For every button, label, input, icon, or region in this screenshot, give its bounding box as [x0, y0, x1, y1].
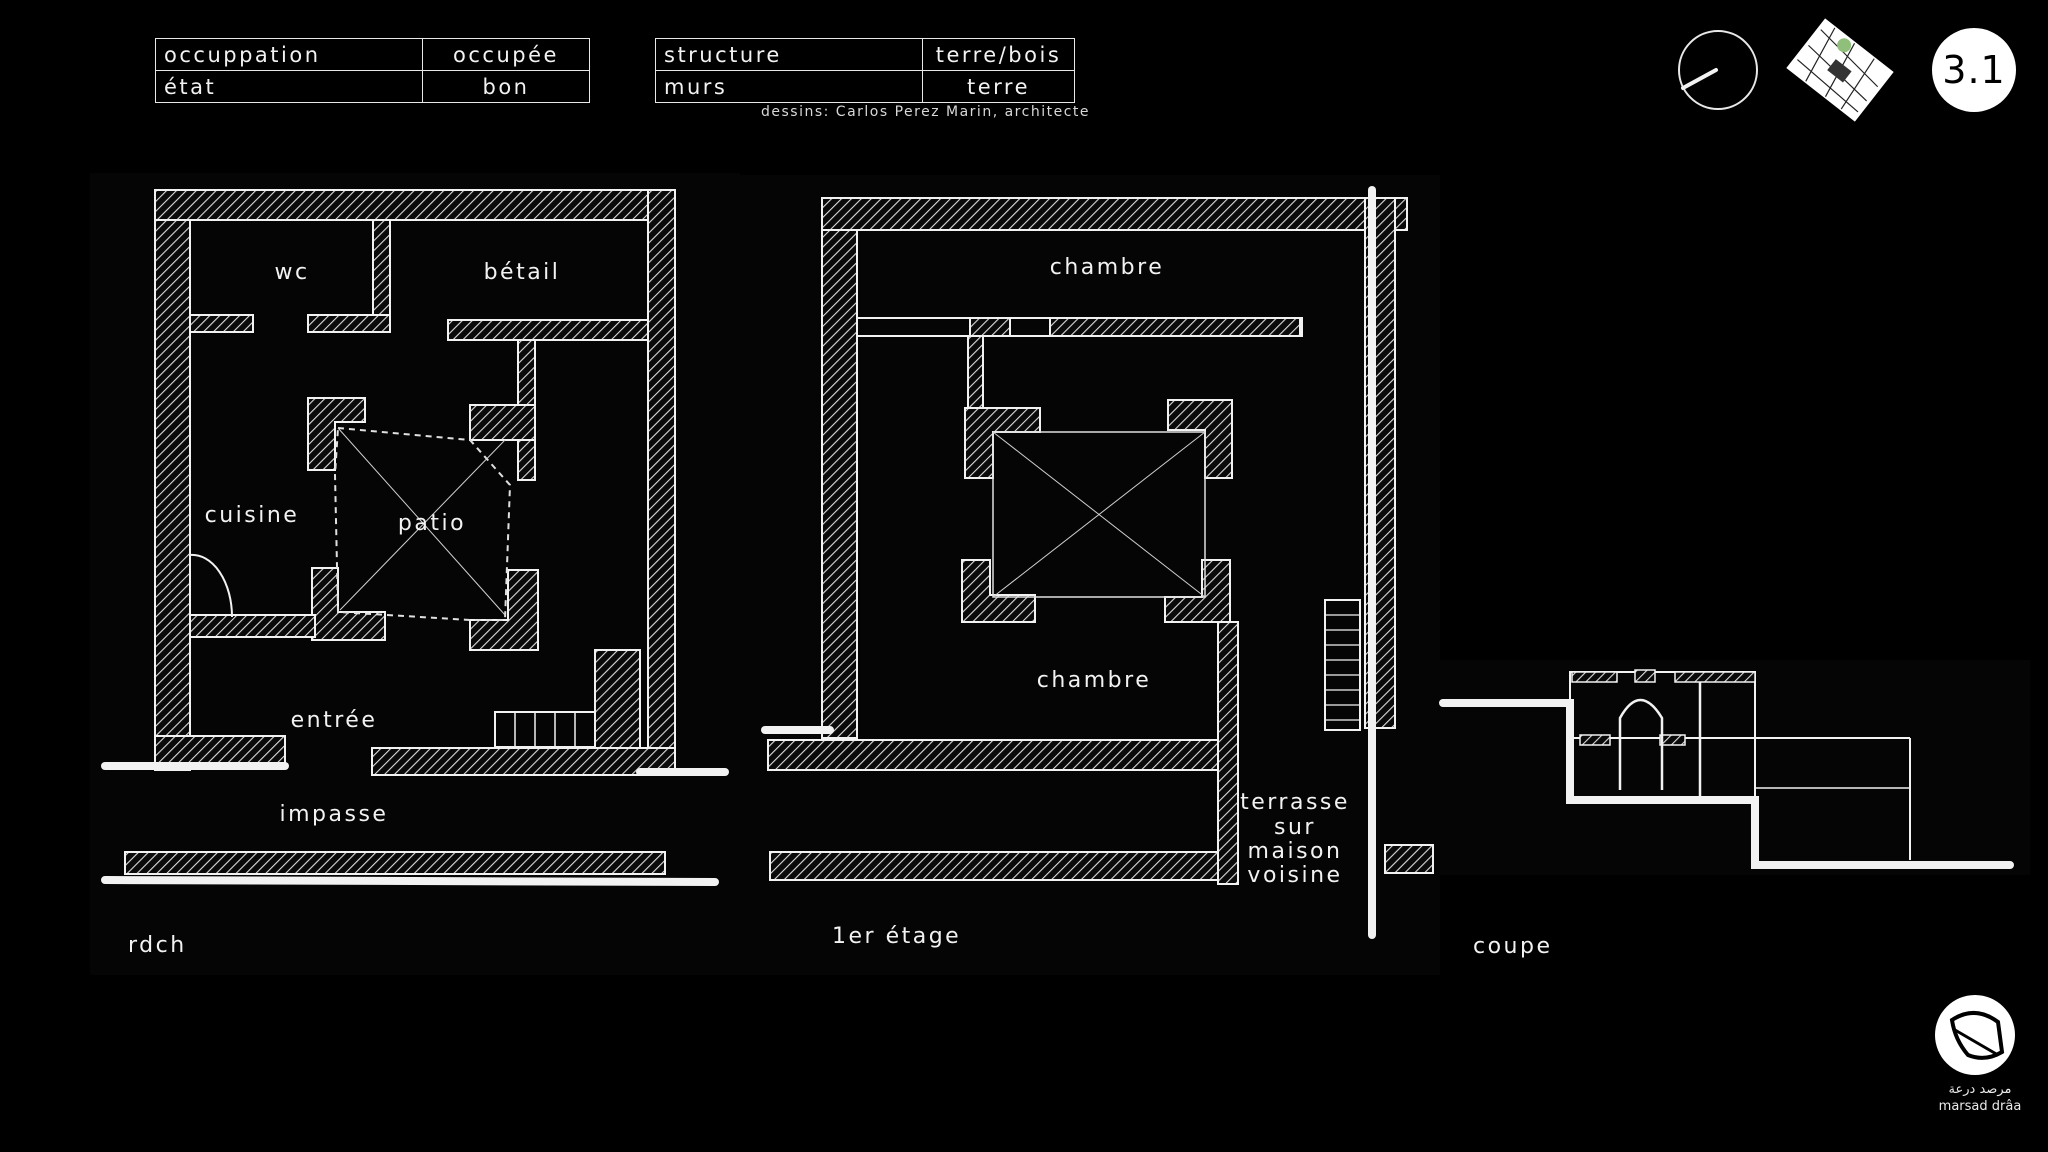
table-cell-value: terre/bois — [922, 38, 1075, 71]
table-cell-value: bon — [422, 70, 590, 103]
table-row: murs terre — [655, 70, 1075, 103]
room-label-chambre-top: chambre — [1050, 255, 1165, 280]
floor-plan-rdch: wc bétail cuisine patio entrée impasse r… — [90, 173, 740, 975]
sheet-number-badge: 3.1 — [1932, 28, 2016, 112]
table-row: état bon — [155, 70, 590, 103]
room-label-terrasse-1: terrasse — [1240, 790, 1350, 815]
room-label-betail: bétail — [484, 260, 561, 285]
room-label-chambre-bottom: chambre — [1037, 668, 1152, 693]
logo-latin-text: marsad drâa — [1938, 1099, 2022, 1114]
drawing-credits: dessins: Carlos Perez Marin, architecte — [760, 104, 1090, 120]
table-cell-key: état — [155, 70, 423, 103]
info-table-structure: structure terre/bois murs terre — [655, 38, 1075, 103]
north-arrow-icon — [1678, 30, 1758, 110]
view-label-coupe: coupe — [1473, 934, 1553, 959]
table-cell-key: occuppation — [155, 38, 423, 71]
table-cell-value: terre — [922, 70, 1075, 103]
room-label-patio: patio — [398, 511, 466, 536]
location-map-icon — [1784, 16, 1896, 124]
room-label-impasse: impasse — [280, 802, 389, 827]
view-label-rdch: rdch — [128, 933, 187, 958]
logo-arabic-text: مرصد درعة — [1948, 1082, 2012, 1097]
room-label-cuisine: cuisine — [205, 503, 300, 528]
room-label-terrasse-2: sur — [1274, 815, 1316, 840]
table-row: occuppation occupée — [155, 38, 590, 71]
floor-plan-1er-etage: chambre chambre terrasse sur maison vois… — [740, 175, 1440, 975]
info-table-occupation: occuppation occupée état bon — [155, 38, 590, 103]
room-label-wc: wc — [274, 260, 309, 285]
room-label-terrasse-4: voisine — [1247, 863, 1342, 888]
section-drawing-coupe: coupe — [1439, 660, 2030, 959]
view-label-1er-etage: 1er étage — [832, 924, 961, 949]
room-label-entree: entrée — [291, 708, 378, 733]
marsad-draa-logo-icon — [1935, 995, 2015, 1075]
table-cell-key: murs — [655, 70, 923, 103]
room-label-terrasse-3: maison — [1248, 839, 1343, 864]
table-cell-value: occupée — [422, 38, 590, 71]
